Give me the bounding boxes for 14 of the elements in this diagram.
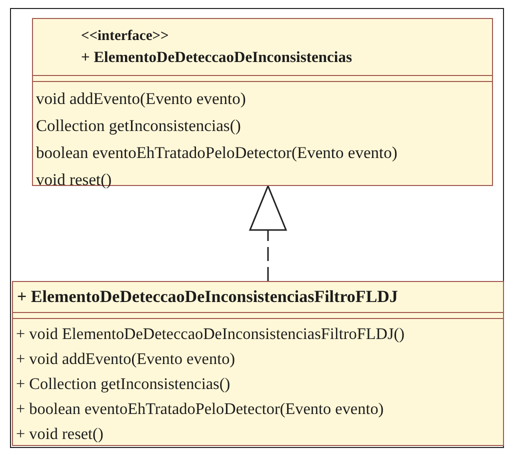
method-signature: void addEvento(Evento evento) xyxy=(36,88,247,110)
stereotype-label: <<interface>> xyxy=(81,27,169,46)
class-box xyxy=(12,281,504,446)
method-signature: + void ElementoDeDeteccaoDeInconsistenciasFiltroFLDJ() xyxy=(16,324,406,345)
method-signature: + boolean eventoEhTratadoPeloDetector(Evento evento) xyxy=(16,399,385,420)
method-signature: void reset() xyxy=(36,169,113,191)
class-name: + ElementoDeDeteccaoDeInconsistencias xyxy=(81,48,352,68)
method-signature: + void addEvento(Evento evento) xyxy=(16,349,236,370)
class-name: + ElementoDeDeteccaoDeInconsistenciasFiltroFLDJ xyxy=(17,286,398,308)
method-signature: boolean eventoEhTratadoPeloDetector(Evento evento) xyxy=(36,142,398,164)
method-signature: Collection getInconsistencias() xyxy=(36,115,242,137)
realization-arrow xyxy=(249,185,287,281)
method-signature: + Collection getInconsistencias() xyxy=(16,374,232,395)
method-signature: + void reset() xyxy=(16,424,104,445)
